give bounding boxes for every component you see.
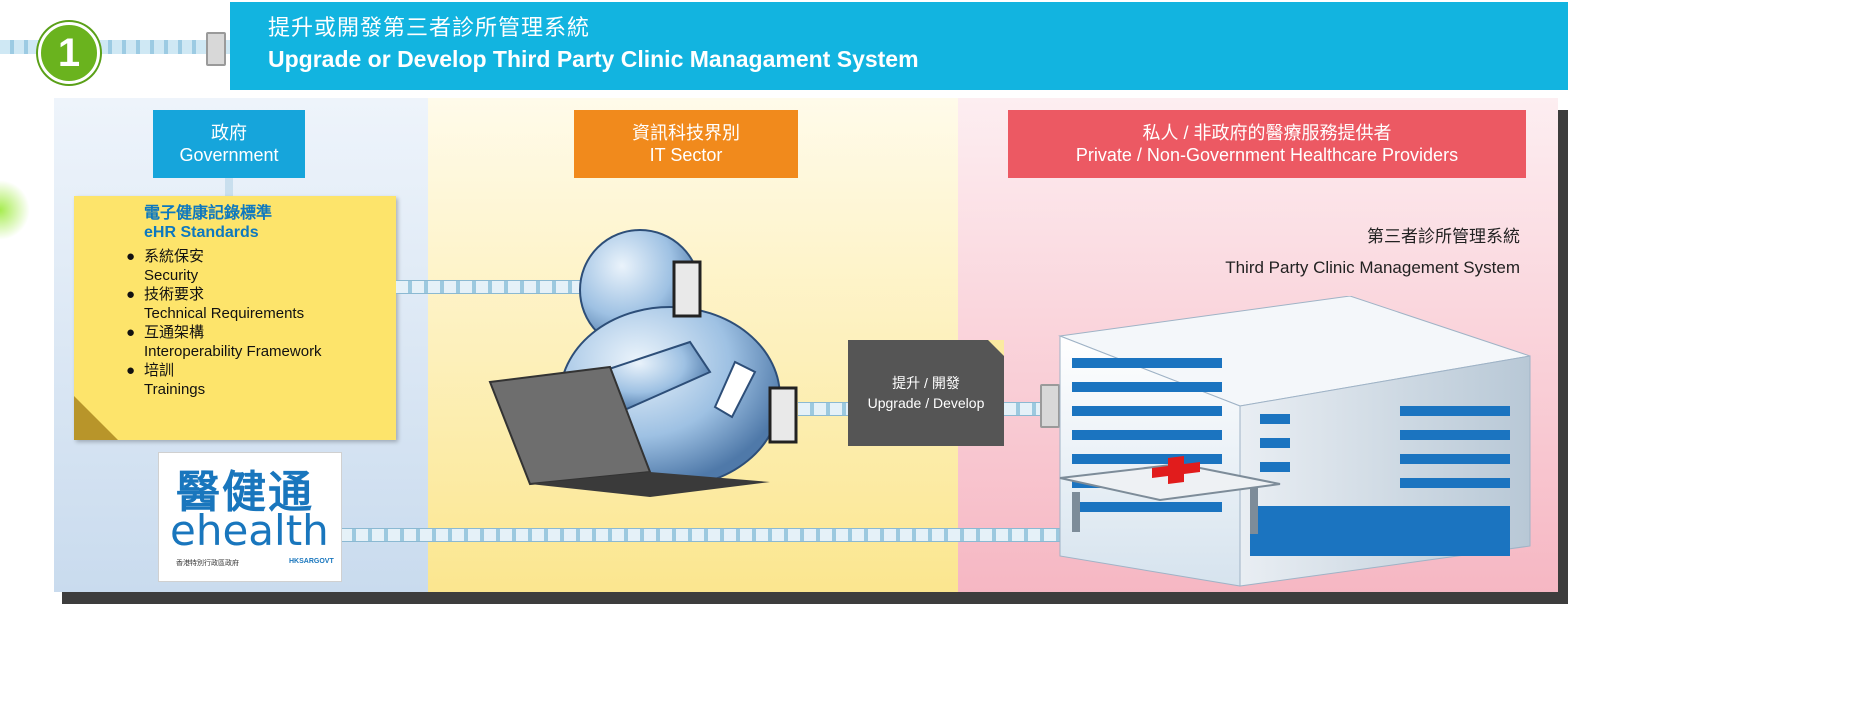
private-provider-label-zh: 私人 / 非政府的醫療服務提供者	[1142, 123, 1392, 143]
ehealth-logo-gov-en: HKSARGOVT	[289, 558, 334, 565]
standard-item-en: Security	[144, 267, 199, 284]
decorative-glow	[0, 180, 30, 240]
upgrade-label-en: Upgrade / Develop	[867, 395, 985, 411]
government-label-zh: 政府	[211, 123, 247, 143]
standard-item-zh: 互通架構	[144, 324, 205, 341]
ehealth-logo-zh: 醫健通	[176, 468, 314, 517]
header-bar	[230, 2, 1568, 90]
it-sector-label-en: IT Sector	[649, 145, 723, 165]
it-to-upgrade-connector	[798, 402, 850, 416]
header-connector	[0, 40, 230, 54]
hospital-building-icon	[1058, 296, 1531, 587]
standard-item-zh: 技術要求	[144, 286, 205, 303]
page-title-en: Upgrade or Develop Third Party Clinic Ma…	[268, 46, 919, 72]
step-badge: 1	[38, 22, 100, 84]
list-item: ● 技術要求	[126, 285, 322, 304]
ehealth-logo	[158, 452, 342, 582]
bullet-icon: ●	[126, 286, 136, 303]
standard-item-en: Trainings	[144, 381, 206, 398]
private-provider-label-en: Private / Non-Government Healthcare Prov…	[1075, 145, 1459, 165]
ehr-standards-note	[74, 196, 396, 440]
it-sector-label: 資訊科技界別 IT Sector	[574, 110, 798, 178]
clinic-plug-icon	[1040, 384, 1060, 428]
ehealth-to-clinic-connector	[340, 528, 1200, 542]
bullet-icon: ●	[126, 362, 136, 379]
clinic-system-label-zh: 第三者診所管理系統	[1367, 227, 1520, 246]
ehealth-logo-en: ehealth	[170, 506, 329, 555]
standard-item-en: Technical Requirements	[144, 305, 305, 322]
upgrade-box-corner	[988, 340, 1004, 356]
bullet-icon: ●	[126, 248, 136, 265]
ehr-standards-title-zh: 電子健康記錄標準	[144, 205, 273, 222]
standard-item-en: Interoperability Framework	[144, 343, 322, 360]
government-label-en: Government	[179, 145, 279, 165]
ehealth-logo-gov-zh: 香港特別行政區政府	[176, 560, 239, 567]
government-connector	[225, 178, 233, 196]
upgrade-label-zh: 提升 / 開發	[892, 375, 960, 391]
government-label: 政府 Government	[153, 110, 305, 178]
list-item: ● 培訓	[126, 361, 322, 380]
it-sector-label-zh: 資訊科技界別	[632, 123, 740, 143]
it-developer-figure-icon	[488, 229, 798, 497]
ehr-standards-title: 電子健康記錄標準 eHR Standards	[144, 204, 272, 242]
list-item: ● 系統保安	[126, 247, 322, 266]
clinic-system-label-en: Third Party Clinic Management System	[1225, 258, 1520, 277]
list-item: ● 互通架構	[126, 323, 322, 342]
upgrade-develop-box: 提升 / 開發 Upgrade / Develop	[848, 340, 1004, 446]
page-title-zh: 提升或開發第三者診所管理系統	[268, 15, 591, 40]
header-plug-icon	[206, 32, 226, 66]
note-page-curl	[74, 396, 118, 440]
standard-item-zh: 培訓	[144, 362, 175, 379]
bullet-icon: ●	[126, 324, 136, 341]
standard-item-zh: 系統保安	[144, 248, 205, 265]
ehr-standards-title-en: eHR Standards	[144, 224, 259, 241]
upgrade-to-clinic-connector	[1004, 402, 1040, 416]
private-provider-label: 私人 / 非政府的醫療服務提供者 Private / Non-Governmen…	[1008, 110, 1526, 178]
ehr-standards-list: ● 系統保安 Security ● 技術要求 Technical Requireme…	[126, 247, 322, 399]
